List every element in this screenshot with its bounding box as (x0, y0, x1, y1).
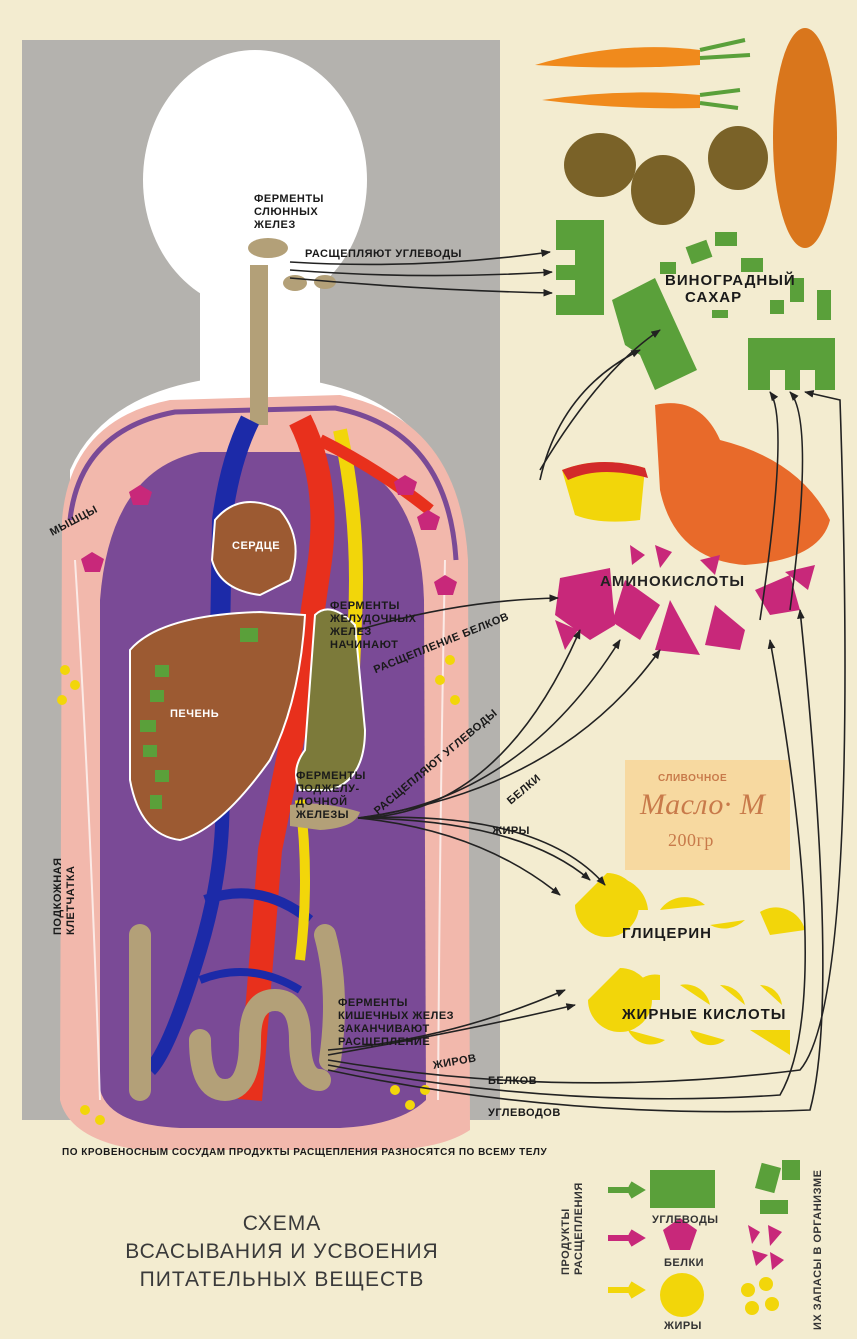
split-carbs-top-label: РАСЩЕПЛЯЮТ УГЛЕВОДЫ (305, 248, 462, 261)
legend-fats-label: ЖИРЫ (664, 1320, 702, 1333)
diagram-title: СХЕМА ВСАСЫВАНИЯ И УСВОЕНИЯ ПИТАТЕЛЬНЫХ … (92, 1210, 472, 1294)
pancreatic-line-3: ДОЧНОЙ (296, 796, 366, 809)
legend-products-label: ПРОДУКТЫ РАСЩЕПЛЕНИЯ (560, 1182, 586, 1275)
intestinal-line-4: РАСЩЕПЛЕНИЕ (338, 1036, 454, 1049)
heart-label: СЕРДЦЕ (232, 540, 280, 553)
fatty-acids-label: ЖИРНЫЕ КИСЛОТЫ (622, 1006, 786, 1023)
intestinal-line-1: ФЕРМЕНТЫ (338, 997, 454, 1010)
salivary-line-1: ФЕРМЕНТЫ (254, 193, 324, 206)
potatoes (564, 126, 768, 225)
legend-proteins-label: БЕЛКИ (664, 1257, 704, 1270)
butter-main-text: Масло· М (640, 788, 765, 822)
glucose-line-1: ВИНОГРАДНЫЙ (665, 272, 796, 289)
pancreatic-line-4: ЖЕЛЕЗЫ (296, 809, 366, 822)
amino-acids-label: АМИНОКИСЛОТЫ (600, 573, 745, 590)
pancreatic-line-2: ПОДЖЕЛУ- (296, 783, 366, 796)
subcutaneous-line-1: ПОДКОЖНАЯ (52, 857, 65, 935)
gastric-line-3: ЖЕЛЕЗ (330, 626, 416, 639)
fats-arrow-label: ЖИРЫ (492, 825, 530, 838)
glucose-line-2: САХАР (665, 289, 796, 306)
legend-reserves-label: ИХ ЗАПАСЫ В ОРГАНИЗМЕ (812, 1170, 825, 1330)
bread-loaf (773, 28, 837, 248)
salivary-line-2: СЛЮННЫХ (254, 206, 324, 219)
gastric-enzymes-label: ФЕРМЕНТЫ ЖЕЛУДОЧНЫХ ЖЕЛЕЗ НАЧИНАЮТ (330, 600, 416, 652)
glycerin-label: ГЛИЦЕРИН (622, 925, 712, 942)
legend-products-line-2: РАСЩЕПЛЕНИЯ (573, 1182, 586, 1275)
carrots (535, 40, 750, 108)
title-line-3: ПИТАТЕЛЬНЫХ ВЕЩЕСТВ (92, 1266, 472, 1294)
gastric-line-2: ЖЕЛУДОЧНЫХ (330, 613, 416, 626)
pancreatic-enzymes-label: ФЕРМЕНТЫ ПОДЖЕЛУ- ДОЧНОЙ ЖЕЛЕЗЫ (296, 770, 366, 822)
title-line-2: ВСАСЫВАНИЯ И УСВОЕНИЯ (92, 1238, 472, 1266)
gastric-line-1: ФЕРМЕНТЫ (330, 600, 416, 613)
amino-acid-shapes (555, 545, 815, 655)
legend-products-line-1: ПРОДУКТЫ (560, 1182, 573, 1275)
intestinal-line-2: КИШЕЧНЫХ ЖЕЛЕЗ (338, 1010, 454, 1023)
title-line-1: СХЕМА (92, 1210, 472, 1238)
salivary-line-3: ЖЕЛЕЗ (254, 219, 324, 232)
intestinal-enzymes-label: ФЕРМЕНТЫ КИШЕЧНЫХ ЖЕЛЕЗ ЗАКАНЧИВАЮТ РАСЩ… (338, 997, 454, 1049)
subcutaneous-line-2: КЛЕТЧАТКА (65, 857, 78, 935)
gastric-line-4: НАЧИНАЮТ (330, 639, 416, 652)
subcutaneous-label: ПОДКОЖНАЯ КЛЕТЧАТКА (52, 857, 78, 935)
meat (655, 403, 830, 565)
glucose-label: ВИНОГРАДНЫЙ САХАР (665, 272, 796, 306)
butter-top-text: СЛИВОЧНОЕ (658, 772, 727, 785)
butter-weight-text: 200гр (668, 830, 714, 850)
liver-label: ПЕЧЕНЬ (170, 708, 219, 721)
intestinal-line-3: ЗАКАНЧИВАЮТ (338, 1023, 454, 1036)
legend-carbs-label: УГЛЕВОДЫ (652, 1214, 719, 1227)
of-carbs-label: УГЛЕВОДОВ (488, 1107, 561, 1120)
pancreatic-line-1: ФЕРМЕНТЫ (296, 770, 366, 783)
esophagus (250, 265, 268, 425)
salivary-enzymes-label: ФЕРМЕНТЫ СЛЮННЫХ ЖЕЛЕЗ (254, 193, 324, 232)
bottom-caption: ПО КРОВЕНОСНЫМ СОСУДАМ ПРОДУКТЫ РАСЩЕПЛЕ… (62, 1146, 547, 1159)
legend-graphics (608, 1160, 800, 1317)
of-proteins-label: БЕЛКОВ (488, 1075, 537, 1088)
